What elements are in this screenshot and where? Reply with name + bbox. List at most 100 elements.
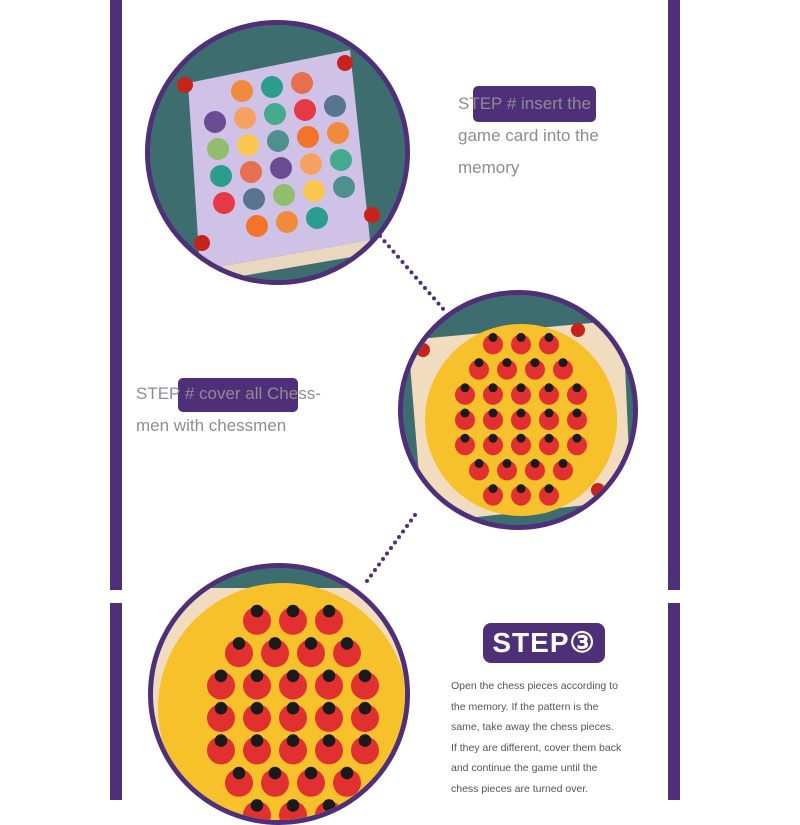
ladybug-piece-icon bbox=[315, 606, 343, 635]
step3-line: chess pieces are turned over. bbox=[451, 782, 589, 795]
ladybug-piece-icon bbox=[525, 359, 545, 380]
ladybug-piece-icon bbox=[207, 736, 235, 765]
step3-line: same, take away the chess pieces. bbox=[451, 721, 614, 733]
ladybug-piece-icon bbox=[315, 671, 343, 700]
ladybug-board-photo-icon bbox=[398, 290, 638, 530]
ladybug-piece-icon bbox=[351, 704, 379, 732]
ladybug-piece-icon bbox=[333, 639, 361, 668]
ladybug-piece-icon bbox=[351, 736, 379, 765]
ladybug-piece-icon bbox=[539, 334, 559, 355]
game-card-photo-icon bbox=[145, 20, 410, 285]
ladybug-piece-icon bbox=[511, 485, 531, 506]
card-picture-dot bbox=[333, 176, 355, 198]
card-picture-dot bbox=[291, 72, 313, 94]
step3-line: Open the chess pieces according to bbox=[451, 680, 618, 692]
ladybug-piece-icon bbox=[539, 485, 559, 506]
step3-line: If they are different, cover them back bbox=[451, 741, 622, 754]
ladybug-piece-icon bbox=[511, 435, 531, 456]
ladybug-piece-icon bbox=[297, 768, 325, 797]
card-picture-dot bbox=[264, 103, 286, 125]
lower-left-frame-bar bbox=[110, 603, 122, 800]
ladybug-piece-icon bbox=[261, 639, 289, 668]
ladybug-board-closeup-icon bbox=[148, 563, 410, 825]
ladybug-piece-icon bbox=[539, 435, 559, 456]
ladybug-piece-icon bbox=[315, 704, 343, 732]
ladybug-piece-icon bbox=[483, 410, 503, 430]
ladybug-piece-icon bbox=[315, 736, 343, 765]
card-picture-dot bbox=[246, 215, 268, 237]
ladybug-piece-icon bbox=[279, 606, 307, 635]
ladybug-piece-icon bbox=[567, 410, 587, 430]
ladybug-piece-icon bbox=[455, 384, 475, 405]
card-picture-dot bbox=[213, 192, 235, 214]
ladybug-piece-icon bbox=[497, 460, 517, 481]
card-picture-dot bbox=[204, 111, 226, 133]
ladybug-piece-icon bbox=[279, 704, 307, 732]
card-picture-dot bbox=[243, 188, 265, 210]
ladybug-piece-icon bbox=[297, 639, 325, 668]
card-picture-dot bbox=[300, 153, 322, 175]
ladybug-piece-icon bbox=[497, 359, 517, 380]
ladybug-piece-icon bbox=[207, 671, 235, 700]
ladybug-piece-icon bbox=[455, 435, 475, 456]
step3-description: Open the chess pieces according to the m… bbox=[451, 676, 651, 799]
ladybug-piece-icon bbox=[483, 384, 503, 405]
step1-prefix: STEP # bbox=[458, 94, 517, 113]
step2-prefix: STEP # bbox=[136, 384, 195, 403]
card-picture-dot bbox=[261, 76, 283, 98]
ladybug-piece-icon bbox=[567, 384, 587, 405]
ladybug-piece-icon bbox=[553, 460, 573, 481]
ladybug-piece-icon bbox=[553, 359, 573, 380]
card-picture-dot bbox=[270, 157, 292, 179]
ladybug-piece-icon bbox=[483, 334, 503, 355]
step3-line: and continue the game until the bbox=[451, 762, 598, 774]
ladybug-piece-icon bbox=[225, 639, 253, 668]
card-picture-dot bbox=[294, 99, 316, 121]
card-picture-dot bbox=[267, 130, 289, 152]
ladybug-piece-icon bbox=[511, 384, 531, 405]
step1-line2: game card into the bbox=[458, 126, 599, 145]
card-picture-dot bbox=[237, 134, 259, 156]
ladybug-piece-icon bbox=[539, 384, 559, 405]
card-picture-dot bbox=[324, 95, 346, 117]
ladybug-piece-icon bbox=[539, 410, 559, 430]
ladybug-piece-icon bbox=[525, 460, 545, 481]
ladybug-piece-icon bbox=[351, 671, 379, 700]
upper-left-frame-bar bbox=[110, 0, 122, 590]
ladybug-piece-icon bbox=[243, 736, 271, 765]
ladybug-piece-icon bbox=[243, 671, 271, 700]
ladybug-piece-icon bbox=[455, 410, 475, 430]
card-picture-dot bbox=[276, 211, 298, 233]
ladybug-piece-icon bbox=[469, 359, 489, 380]
ladybug-piece-icon bbox=[207, 704, 235, 732]
card-picture-dot bbox=[303, 180, 325, 202]
lower-right-frame-bar bbox=[668, 603, 680, 800]
card-picture-dot bbox=[210, 165, 232, 187]
ladybug-piece-icon bbox=[279, 671, 307, 700]
card-picture-dot bbox=[207, 138, 229, 160]
ladybug-piece-icon bbox=[333, 768, 361, 797]
ladybug-piece-icon bbox=[279, 736, 307, 765]
ladybug-piece-icon bbox=[511, 334, 531, 355]
ladybug-piece-icon bbox=[243, 704, 271, 732]
upper-right-frame-bar bbox=[668, 0, 680, 590]
card-picture-dot bbox=[273, 184, 295, 206]
step1-text: STEP # insert the game card into the mem… bbox=[458, 88, 599, 184]
card-picture-dot bbox=[231, 80, 253, 102]
step1-line3: memory bbox=[458, 158, 520, 177]
card-picture-dot bbox=[330, 149, 352, 171]
step2-line1: cover all Chess- bbox=[194, 384, 321, 403]
card-picture-dot bbox=[297, 126, 319, 148]
card-picture-dot bbox=[240, 161, 262, 183]
ladybug-piece-icon bbox=[567, 435, 587, 456]
ladybug-piece-icon bbox=[483, 485, 503, 506]
step1-line1: insert the bbox=[516, 94, 591, 113]
ladybug-piece-icon bbox=[261, 768, 289, 797]
dotted-connector-icon bbox=[365, 234, 445, 583]
card-picture-dot bbox=[306, 207, 328, 229]
step3-line: the memory. If the pattern is the bbox=[451, 700, 599, 713]
card-picture-dot bbox=[234, 107, 256, 129]
step2-line2: men with chessmen bbox=[136, 416, 287, 435]
step2-chip bbox=[178, 378, 298, 412]
ladybug-piece-icon bbox=[483, 435, 503, 456]
